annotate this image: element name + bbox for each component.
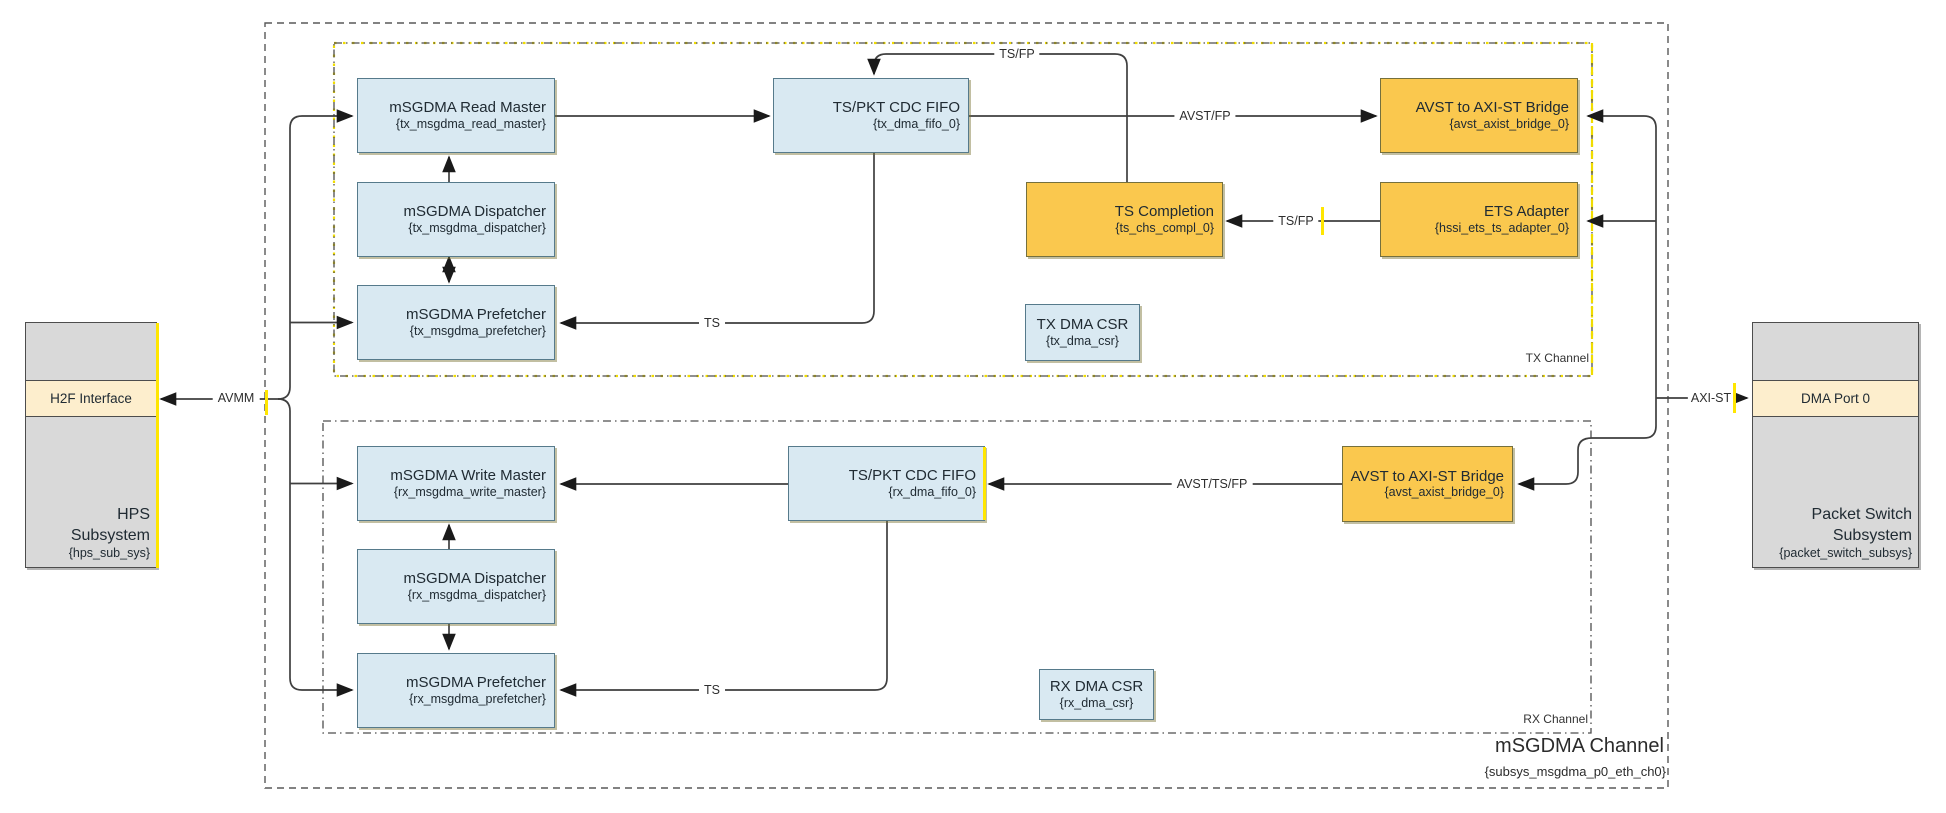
block-instance: {tx_dma_fifo_0} xyxy=(873,116,960,131)
label-avmm: AVMM xyxy=(212,391,260,405)
block-instance: {tx_msgdma_read_master} xyxy=(395,116,546,131)
port-label: H2F Interface xyxy=(50,391,132,406)
msgdma-channel-instance: {subsys_msgdma_p0_eth_ch0} xyxy=(1484,764,1666,779)
block-instance: {rx_msgdma_prefetcher} xyxy=(409,691,546,706)
label-ts-rx: TS xyxy=(699,683,725,697)
hps-highlight-edge xyxy=(156,323,159,568)
block-hps-subsystem[interactable]: HPS Subsystem {hps_sub_sys} xyxy=(25,322,157,568)
block-title: mSGDMA Dispatcher xyxy=(403,570,546,588)
connectors xyxy=(159,53,1749,697)
block-title: AVST to AXI-ST Bridge xyxy=(1350,467,1504,485)
label-ts-fp-feedback: TS/FP xyxy=(994,47,1040,61)
block-title: TS/PKT CDC FIFO xyxy=(832,99,960,117)
block-title: mSGDMA Write Master xyxy=(390,467,546,485)
block-ets-adapter[interactable]: ETS Adapter {hssi_ets_ts_adapter_0} xyxy=(1380,182,1578,257)
block-instance: {avst_axist_bridge_0} xyxy=(1449,116,1569,131)
block-title: TX DMA CSR xyxy=(1036,316,1129,334)
block-title: AVST to AXI-ST Bridge xyxy=(1415,99,1569,117)
pss-title-line2: Subsystem xyxy=(1832,526,1912,544)
label-ts-tx: TS xyxy=(699,316,725,330)
label-avst-fp: AVST/FP xyxy=(1174,109,1236,123)
pss-title-line1: Packet Switch xyxy=(1811,505,1912,523)
block-instance: {packet_switch_subsys} xyxy=(1779,546,1912,561)
block-title: mSGDMA Prefetcher xyxy=(405,306,546,324)
connector-avmm-up xyxy=(277,109,354,400)
block-title: mSGDMA Dispatcher xyxy=(403,203,546,221)
block-instance: {avst_axist_bridge_0} xyxy=(1384,485,1504,500)
tx-channel-label: TX Channel xyxy=(1525,351,1589,365)
block-tx-avst-axist-bridge[interactable]: AVST to AXI-ST Bridge {avst_axist_bridge… xyxy=(1380,78,1578,153)
block-instance: {tx_msgdma_dispatcher} xyxy=(408,220,546,235)
block-instance: {rx_dma_fifo_0} xyxy=(888,484,976,499)
connector-trunk-tx-bridge xyxy=(1586,109,1657,129)
block-instance: {tx_msgdma_prefetcher} xyxy=(409,323,546,338)
connector-trunk-rx-bridge xyxy=(1517,398,1657,491)
block-instance: {hssi_ets_ts_adapter_0} xyxy=(1434,220,1569,235)
port-h2f-interface[interactable]: H2F Interface xyxy=(25,380,157,417)
block-instance: {ts_chs_compl_0} xyxy=(1115,220,1214,235)
block-rx-msgdma-dispatcher[interactable]: mSGDMA Dispatcher {rx_msgdma_dispatcher} xyxy=(357,549,555,624)
block-rx-msgdma-write-master[interactable]: mSGDMA Write Master {rx_msgdma_write_mas… xyxy=(357,446,555,521)
port-dma-port-0[interactable]: DMA Port 0 xyxy=(1752,380,1919,417)
block-tx-dma-csr[interactable]: TX DMA CSR {tx_dma_csr} xyxy=(1025,304,1140,361)
hps-title-line2: Subsystem xyxy=(70,526,150,544)
avmm-highlight-tick xyxy=(265,390,268,415)
msgdma-channel-title: mSGDMA Channel xyxy=(1495,735,1664,757)
label-avst-ts-fp: AVST/TS/FP xyxy=(1171,477,1253,491)
block-tx-msgdma-read-master[interactable]: mSGDMA Read Master {tx_msgdma_read_maste… xyxy=(357,78,555,153)
block-title: TS/PKT CDC FIFO xyxy=(848,467,976,485)
hps-subsystem-caption: HPS Subsystem {hps_sub_sys} xyxy=(69,505,150,562)
block-instance: {rx_msgdma_write_master} xyxy=(393,484,546,499)
ts-fp-highlight-tick xyxy=(1321,207,1324,235)
block-title: mSGDMA Read Master xyxy=(389,99,546,117)
block-instance: {tx_dma_csr} xyxy=(1046,333,1119,348)
port-label: DMA Port 0 xyxy=(1800,391,1871,406)
block-rx-dma-fifo[interactable]: TS/PKT CDC FIFO {rx_dma_fifo_0} xyxy=(788,446,985,521)
block-title: RX DMA CSR xyxy=(1049,678,1144,696)
block-tx-dma-fifo[interactable]: TS/PKT CDC FIFO {tx_dma_fifo_0} xyxy=(773,78,969,153)
connector-rx-fifo-prefetcher-ts xyxy=(559,521,888,697)
block-rx-avst-axist-bridge[interactable]: AVST to AXI-ST Bridge {avst_axist_bridge… xyxy=(1342,446,1513,522)
packet-switch-caption: Packet Switch Subsystem {packet_switch_s… xyxy=(1779,505,1912,562)
block-title: ETS Adapter xyxy=(1483,203,1569,221)
block-tx-msgdma-dispatcher[interactable]: mSGDMA Dispatcher {tx_msgdma_dispatcher} xyxy=(357,182,555,257)
block-instance: {rx_msgdma_dispatcher} xyxy=(407,587,546,602)
block-rx-dma-csr[interactable]: RX DMA CSR {rx_dma_csr} xyxy=(1039,669,1154,720)
axi-st-highlight-tick xyxy=(1733,383,1736,413)
block-title: mSGDMA Prefetcher xyxy=(405,674,546,692)
block-tx-msgdma-prefetcher[interactable]: mSGDMA Prefetcher {tx_msgdma_prefetcher} xyxy=(357,285,555,360)
rx-fifo-highlight-edge xyxy=(983,447,986,520)
rx-channel-label: RX Channel xyxy=(1523,712,1588,726)
connector-tx-fifo-prefetcher-ts xyxy=(559,153,875,330)
block-ts-completion[interactable]: TS Completion {ts_chs_compl_0} xyxy=(1026,182,1223,257)
block-title: TS Completion xyxy=(1114,203,1214,221)
connector-avmm-down xyxy=(277,398,354,697)
label-ts-fp: TS/FP xyxy=(1273,214,1319,228)
label-axi-st: AXI-ST xyxy=(1687,391,1735,405)
block-instance: {hps_sub_sys} xyxy=(68,546,150,561)
block-rx-msgdma-prefetcher[interactable]: mSGDMA Prefetcher {rx_msgdma_prefetcher} xyxy=(357,653,555,728)
block-packet-switch-subsystem[interactable]: Packet Switch Subsystem {packet_switch_s… xyxy=(1752,322,1919,568)
block-instance: {rx_dma_csr} xyxy=(1059,695,1134,710)
hps-title-line1: HPS xyxy=(117,505,150,523)
